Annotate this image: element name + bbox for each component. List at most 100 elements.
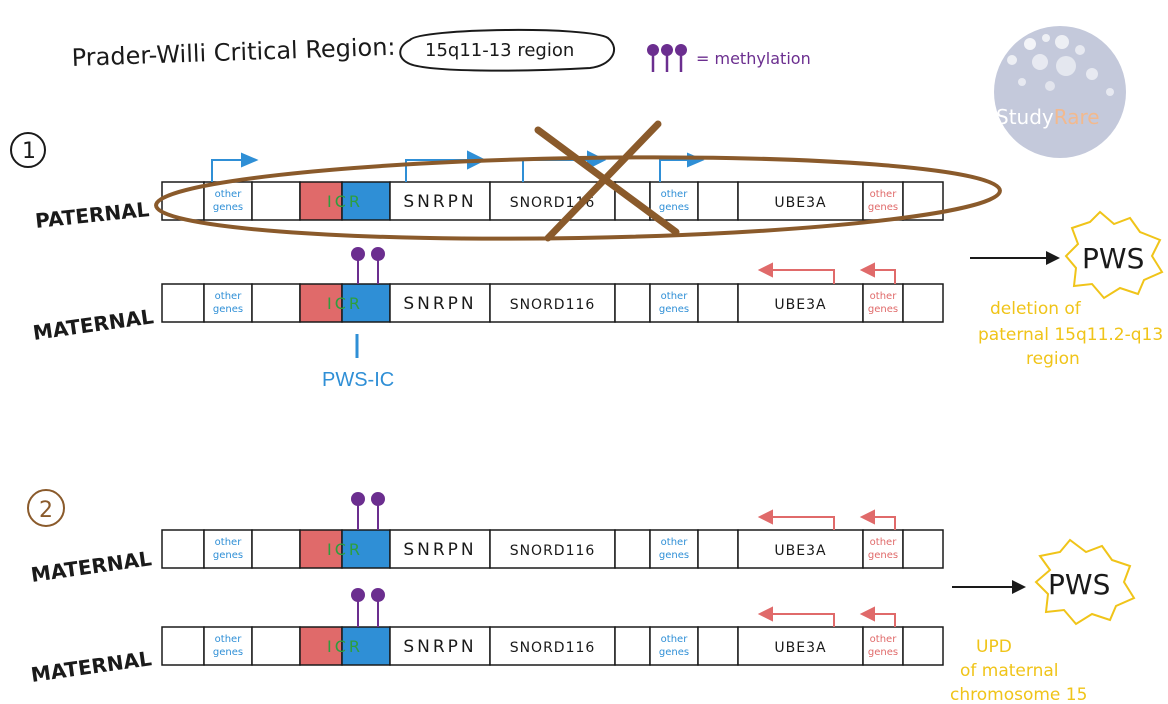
other-genes-label: other (661, 291, 689, 302)
other-genes-label: other (215, 634, 243, 645)
snrpn-gene-label: SNRPN (403, 540, 476, 560)
ube3a-gene-label: UBE3A (774, 195, 826, 211)
other-genes-label: genes (659, 647, 689, 658)
icr-segment (299, 626, 343, 666)
scenario2-number: 2 (27, 489, 65, 527)
blank-segment (697, 283, 739, 323)
studyrare-logo: StudyRare (994, 26, 1126, 158)
icr-label: ICR (327, 637, 363, 656)
ube3a-segment (737, 283, 864, 323)
other-genes-label: other (215, 291, 243, 302)
blank-segment (161, 529, 205, 569)
snrpn-gene-label: SNRPN (403, 637, 476, 657)
blank-segment (161, 626, 205, 666)
other-red-segment (862, 626, 904, 666)
region-label: 15q11-13 region (425, 40, 574, 61)
outcome1-arrow (970, 251, 1060, 265)
icr-segment (341, 529, 391, 569)
maternal-label-2: MATERNAL (29, 546, 153, 587)
maternal3-methylation (351, 588, 385, 627)
blank-segment (697, 626, 739, 666)
other-genes-label: other (661, 537, 689, 548)
blank-segment (251, 529, 301, 569)
outcome2-arrow (952, 580, 1026, 594)
outcome2-label: PWS (1048, 568, 1110, 601)
other-blue-segment (203, 529, 253, 569)
svg-text:StudyRare: StudyRare (996, 105, 1100, 129)
other-genes-label: other (215, 537, 243, 548)
pws-burst-2: PWS (1034, 538, 1136, 626)
other-genes-label: other (870, 634, 898, 645)
snrpn-segment (389, 283, 491, 323)
other-red-segment (862, 529, 904, 569)
logo-text-study: Study (996, 105, 1054, 129)
blank-segment (697, 529, 739, 569)
maternal-label-1: MATERNAL (31, 304, 155, 345)
icr-segment (299, 283, 343, 323)
other-genes-label: genes (213, 550, 243, 561)
maternal3-expression-arrows (757, 606, 896, 627)
region-bubble: 15q11-13 region (399, 28, 615, 72)
snrpn-segment (389, 529, 491, 569)
svg-text:paternal 15q11.2-q13: paternal 15q11.2-q13 (978, 325, 1163, 345)
svg-text:of maternal: of maternal (960, 661, 1059, 681)
other-blue-segment (203, 626, 253, 666)
icr-label: ICR (327, 294, 363, 313)
maternal1-methylation (351, 247, 385, 284)
other-blue-segment (649, 283, 699, 323)
snrpn-segment (389, 626, 491, 666)
icr-segment (341, 626, 391, 666)
other-genes-label: genes (659, 550, 689, 561)
icr-label: ICR (327, 540, 363, 559)
blank-segment (697, 181, 739, 221)
other-genes-label: genes (659, 202, 689, 213)
icr-segment (341, 283, 391, 323)
snrpn-gene-label: SNRPN (403, 294, 476, 314)
other-genes-label: genes (659, 304, 689, 315)
other-blue-segment (649, 181, 699, 221)
snord-gene-label: SNORD116 (510, 543, 596, 559)
logo-text-rare: Rare (1054, 105, 1100, 129)
snrpn-gene-label: SNRPN (403, 192, 476, 212)
blank-segment (614, 626, 651, 666)
deletion-cross-mark (534, 120, 680, 242)
blank-segment (902, 626, 944, 666)
blank-segment (251, 181, 301, 221)
paternal-label: PATERNAL (34, 197, 151, 233)
other-blue-segment (203, 181, 253, 221)
other-genes-label: other (870, 291, 898, 302)
other-genes-label: genes (213, 202, 243, 213)
other-blue-segment (203, 283, 253, 323)
other-genes-label: genes (213, 647, 243, 658)
ube3a-segment (737, 626, 864, 666)
svg-text:UPD: UPD (976, 637, 1012, 657)
methylation-legend-label: = methylation (696, 49, 811, 68)
svg-text:region: region (1026, 349, 1080, 369)
blank-segment (614, 283, 651, 323)
snord-segment (489, 626, 616, 666)
other-genes-label: other (870, 189, 898, 200)
maternal1-expression-arrows (757, 262, 896, 284)
ube3a-gene-label: UBE3A (774, 297, 826, 313)
other-red-segment (862, 283, 904, 323)
icr-segment (299, 529, 343, 569)
pws-ic-label: PWS-IC (322, 369, 394, 391)
snrpn-segment (389, 181, 491, 221)
snord-gene-label: SNORD116 (510, 640, 596, 656)
ube3a-segment (737, 181, 864, 221)
ube3a-gene-label: UBE3A (774, 543, 826, 559)
other-genes-label: other (870, 537, 898, 548)
blank-segment (251, 626, 301, 666)
svg-text:chromosome 15: chromosome 15 (950, 685, 1087, 704)
methylation-legend-icon (647, 44, 687, 72)
blank-segment (251, 283, 301, 323)
svg-text:deletion of: deletion of (990, 299, 1082, 319)
other-genes-label: genes (868, 304, 898, 315)
maternal2-methylation (351, 492, 385, 530)
other-genes-label: other (215, 189, 243, 200)
other-genes-label: genes (868, 202, 898, 213)
outcome2-note: UPD of maternal chromosome 15 (950, 637, 1087, 704)
